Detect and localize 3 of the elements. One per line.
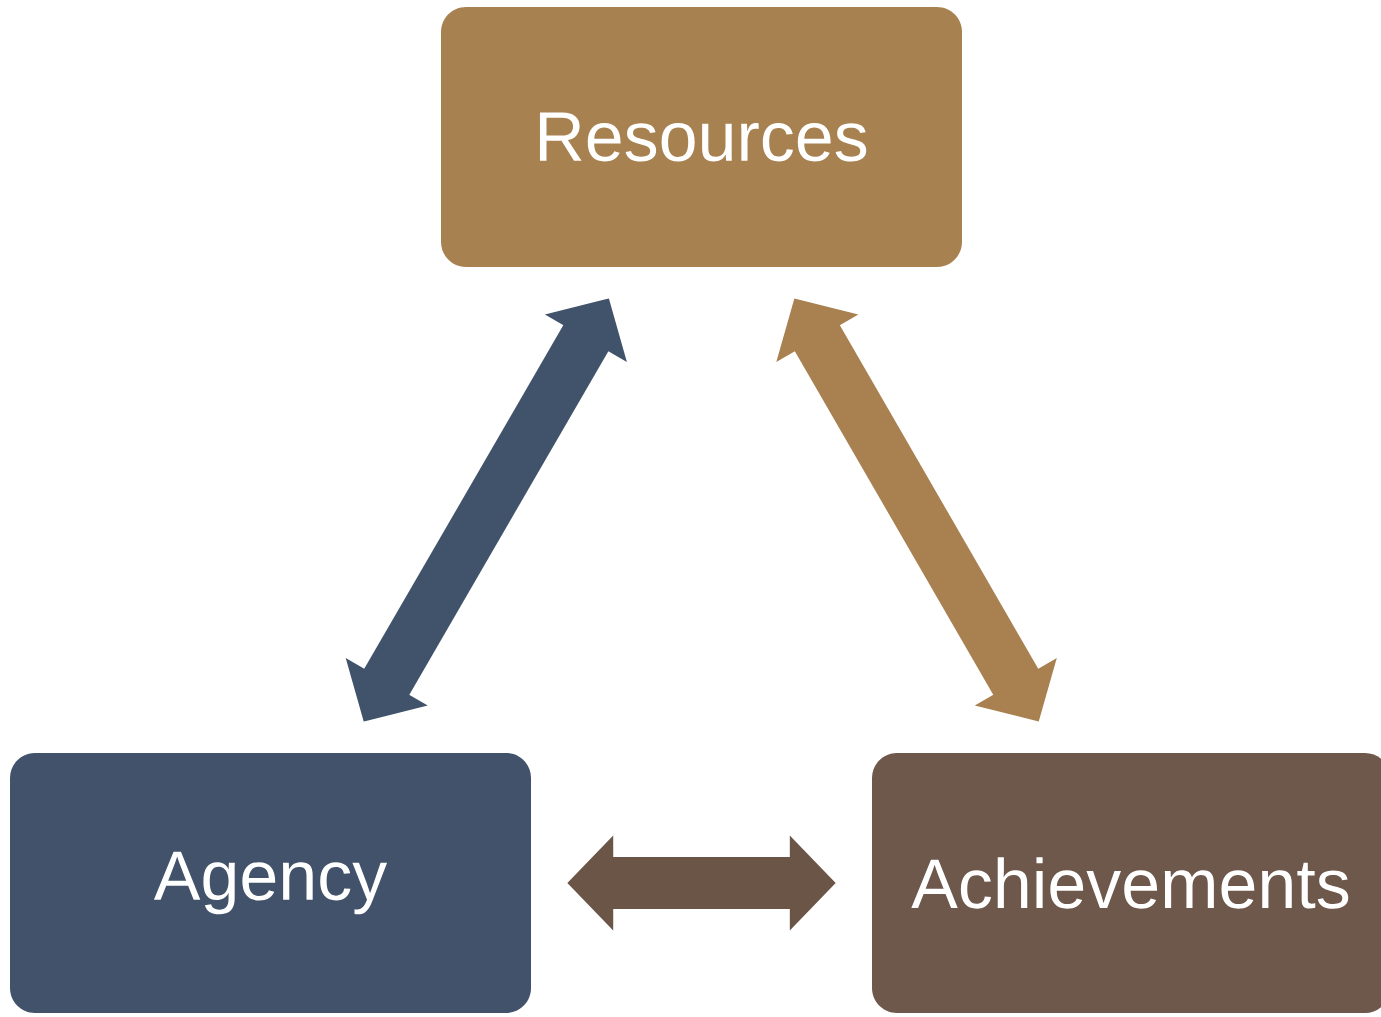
rounded-box: Agency xyxy=(10,753,531,1013)
rounded-box: Resources xyxy=(441,7,962,267)
rounded-box: Achievements xyxy=(872,753,1381,1013)
